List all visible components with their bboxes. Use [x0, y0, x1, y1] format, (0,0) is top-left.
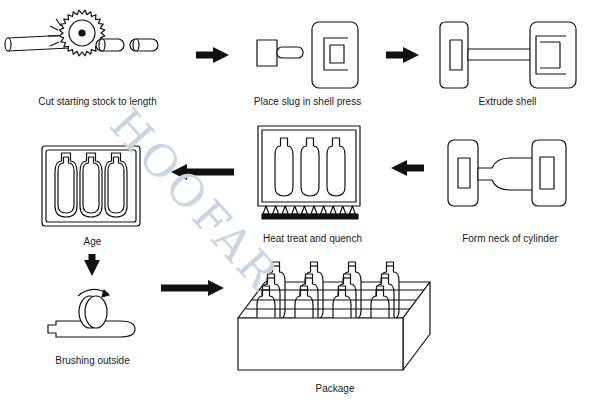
flow-arrow — [161, 285, 214, 292]
flow-arrow — [401, 165, 424, 172]
shell-press-illustration — [257, 22, 358, 88]
brushing-step: Brushing outside — [30, 282, 155, 367]
cutting-step: Cut starting stock to length — [5, 8, 190, 108]
step-caption: Heat treat and quench — [261, 233, 364, 245]
neck-forming-step: Form neck of cylinder — [430, 125, 590, 245]
neck-forming-illustration — [448, 140, 566, 206]
extrusion-step: Extrude shell — [425, 8, 590, 108]
step-caption: Package — [314, 383, 357, 395]
flow-arrow — [386, 52, 409, 59]
flow-arrow — [89, 254, 96, 266]
step-caption: Extrude shell — [477, 96, 539, 108]
brushing-illustration — [48, 289, 135, 337]
heat-treat-step: Heat treat and quench — [240, 120, 385, 245]
press-step: Place slug in shell press — [235, 8, 380, 108]
step-caption: Age — [82, 236, 104, 248]
furnace-illustration — [258, 126, 360, 219]
cutting-illustration — [5, 10, 158, 56]
step-caption: Brushing outside — [53, 355, 132, 367]
extrusion-illustration — [440, 22, 576, 88]
step-caption: Place slug in shell press — [252, 96, 363, 108]
step-caption: Form neck of cylinder — [460, 233, 560, 245]
flow-arrow — [196, 52, 219, 59]
